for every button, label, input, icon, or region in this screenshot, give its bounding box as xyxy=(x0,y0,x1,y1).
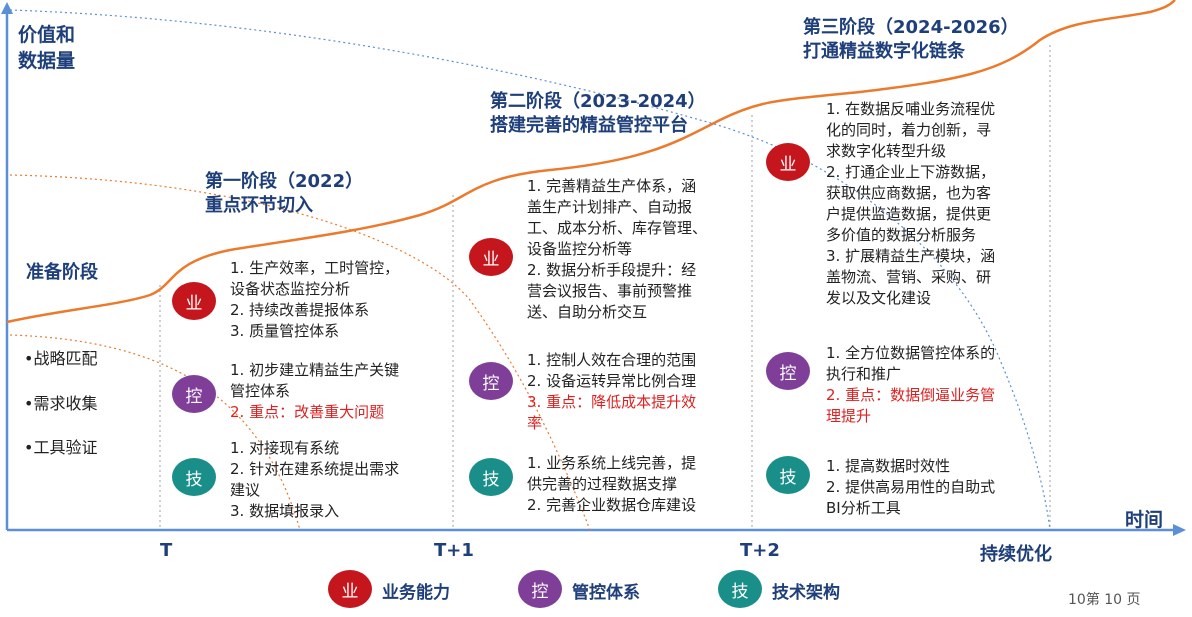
stage3-ye-block: 1. 在数据反哺业务流程优 化的同时，着力创新，寻 求数字化转型升级 2. 打通… xyxy=(826,99,995,309)
stage1-kong-emphasis: 2. 重点：改善重大问题 xyxy=(230,403,385,421)
kong-badge-icon: 控 xyxy=(766,352,810,390)
stage2-title: 第二阶段（2023-2024） 搭建完善的精益管控平台 xyxy=(490,90,706,138)
stage2-ji-line: 供完善的过程数据支撑 xyxy=(527,475,678,493)
stage3-ye-line: 化的同时，着力创新，寻 xyxy=(826,121,992,139)
stage3-kong-emphasis: 2. 重点：数据倒逼业务管 xyxy=(826,386,996,404)
stage2-ji-line: 1. 业务系统上线完善，提 xyxy=(527,454,697,472)
stage1-ye-line: 3. 质量管控体系 xyxy=(230,322,340,340)
legend-ye-label: 业务能力 xyxy=(382,583,450,603)
y-axis-label-line1: 价值和 xyxy=(18,24,76,46)
stage1-ji-block: 1. 对接现有系统 2. 针对在建系统提出需求 建议 3. 数据填报录入 xyxy=(230,438,399,522)
y-axis-arrow xyxy=(1,2,13,14)
stage1-ye-line: 1. 生产效率，工时管控， xyxy=(230,259,400,277)
stage2-title-line2: 搭建完善的精益管控平台 xyxy=(490,115,688,136)
stage2-ye-line: 工、成本分析、库存管理、 xyxy=(527,219,708,237)
stage3-ye-line: 获取供应商数据，也为客 xyxy=(826,184,992,202)
ji-badge-icon: 技 xyxy=(469,458,513,496)
stage1-title: 第一阶段（2022） 重点环节切入 xyxy=(205,170,363,218)
stage3-ye-line: 求数字化转型升级 xyxy=(826,142,947,160)
ye-badge-icon: 业 xyxy=(766,143,810,181)
stage1-ji-line: 2. 针对在建系统提出需求 xyxy=(230,460,400,478)
stage3-kong-line: 执行和推广 xyxy=(826,365,902,383)
stage2-kong-emphasis: 3. 重点：降低成本提升效 xyxy=(527,393,697,411)
stage1-ji-line: 建议 xyxy=(230,481,261,499)
stage2-ye-line: 送、自助分析交互 xyxy=(527,303,648,321)
stage1-kong-block: 1. 初步建立精益生产关键 管控体系 2. 重点：改善重大问题 xyxy=(230,360,399,423)
stage2-title-line1: 第二阶段（2023-2024） xyxy=(490,91,706,112)
stage2-ye-line: 2. 数据分析手段提升：经 xyxy=(527,261,697,279)
stage3-ye-line: 2. 打通企业上下游数据， xyxy=(826,163,996,181)
stage2-ye-line: 营会议报告、事前预警推 xyxy=(527,282,693,300)
stage2-ye-line: 设备监控分析等 xyxy=(527,240,633,258)
stage2-ye-block: 1. 完善精益生产体系，涵 盖生产计划排产、自动报 工、成本分析、库存管理、 设… xyxy=(527,176,707,323)
legend-kong-label: 管控体系 xyxy=(572,583,640,603)
y-axis-label-line2: 数据量 xyxy=(18,50,76,72)
legend-ji-label: 技术架构 xyxy=(772,583,840,603)
stage2-kong-line: 1. 控制人效在合理的范围 xyxy=(527,351,697,369)
stage3-ye-line: 1. 在数据反哺业务流程优 xyxy=(826,100,996,118)
stage3-ji-line: 1. 提高数据时效性 xyxy=(826,457,951,475)
ji-badge-icon: 技 xyxy=(172,458,216,496)
stage3-ye-line: 3. 扩展精益生产模块，涵 xyxy=(826,247,996,265)
stage2-ye-line: 1. 完善精益生产体系，涵 xyxy=(527,177,697,195)
stage3-kong-line: 1. 全方位数据管控体系的 xyxy=(826,344,996,362)
stage3-title: 第三阶段（2024-2026） 打通精益数字化链条 xyxy=(803,16,1019,64)
stage1-ye-line: 2. 持续改善提报体系 xyxy=(230,301,370,319)
legend-ji-icon: 技 xyxy=(718,570,762,608)
tick-t: T xyxy=(160,540,173,561)
stage1-ji-line: 3. 数据填报录入 xyxy=(230,502,340,520)
tick-t1: T+1 xyxy=(434,540,474,561)
stage1-kong-line: 1. 初步建立精益生产关键 xyxy=(230,361,400,379)
ji-badge-icon: 技 xyxy=(766,456,810,494)
prep-stage-title: 准备阶段 xyxy=(26,262,98,283)
stage2-ji-line: 2. 完善企业数据仓库建设 xyxy=(527,496,697,514)
prep-item: •需求收集 xyxy=(24,394,98,413)
x-axis-arrow xyxy=(1173,524,1186,536)
stage3-ye-line: 发以及文化建设 xyxy=(826,289,932,307)
stage3-ji-line: BI分析工具 xyxy=(826,499,901,517)
stage1-ye-line: 设备状态监控分析 xyxy=(230,280,351,298)
decay-curve-stage1 xyxy=(9,174,591,531)
stage1-ji-line: 1. 对接现有系统 xyxy=(230,439,340,457)
stage1-ye-block: 1. 生产效率，工时管控， 设备状态监控分析 2. 持续改善提报体系 3. 质量… xyxy=(230,258,399,342)
stage3-kong-emphasis: 理提升 xyxy=(826,407,872,425)
stage3-ji-line: 2. 提供高易用性的自助式 xyxy=(826,478,996,496)
stage2-ye-line: 盖生产计划排产、自动报 xyxy=(527,198,693,216)
stage1-kong-line: 管控体系 xyxy=(230,382,291,400)
stage3-title-line2: 打通精益数字化链条 xyxy=(803,41,965,62)
y-axis-label: 价值和 数据量 xyxy=(18,22,75,74)
prep-item: •战略匹配 xyxy=(24,349,98,368)
stage2-kong-line: 2. 设备运转异常比例合理 xyxy=(527,372,697,390)
kong-badge-icon: 控 xyxy=(172,375,216,413)
tick-continuous: 持续优化 xyxy=(980,544,1052,565)
ye-badge-icon: 业 xyxy=(469,238,513,276)
stage1-title-line2: 重点环节切入 xyxy=(205,195,313,216)
stage2-kong-emphasis: 率 xyxy=(527,414,543,432)
x-axis-label: 时间 xyxy=(1125,509,1164,531)
legend-kong-icon: 控 xyxy=(518,570,562,608)
legend-ye-icon: 业 xyxy=(328,570,372,608)
stage3-ye-line: 多价值的数据分析服务 xyxy=(826,226,977,244)
page-number: 10第 10 页 xyxy=(1068,592,1141,608)
stage2-kong-block: 1. 控制人效在合理的范围 2. 设备运转异常比例合理 3. 重点：降低成本提升… xyxy=(527,350,696,434)
stage3-title-line1: 第三阶段（2024-2026） xyxy=(803,17,1019,38)
stage3-kong-block: 1. 全方位数据管控体系的 执行和推广 2. 重点：数据倒逼业务管 理提升 xyxy=(826,343,995,427)
stage3-ye-line: 盖物流、营销、采购、研 xyxy=(826,268,992,286)
kong-badge-icon: 控 xyxy=(469,362,513,400)
ye-badge-icon: 业 xyxy=(172,282,216,320)
stage3-ji-block: 1. 提高数据时效性 2. 提供高易用性的自助式 BI分析工具 xyxy=(826,456,995,519)
stage3-ye-line: 户提供监造数据，提供更 xyxy=(826,205,992,223)
tick-t2: T+2 xyxy=(740,540,780,561)
stage1-title-line1: 第一阶段（2022） xyxy=(205,171,364,192)
stage2-ji-block: 1. 业务系统上线完善，提 供完善的过程数据支撑 2. 完善企业数据仓库建设 xyxy=(527,453,696,516)
prep-item: •工具验证 xyxy=(24,438,98,457)
value-growth-curve xyxy=(6,0,1176,324)
